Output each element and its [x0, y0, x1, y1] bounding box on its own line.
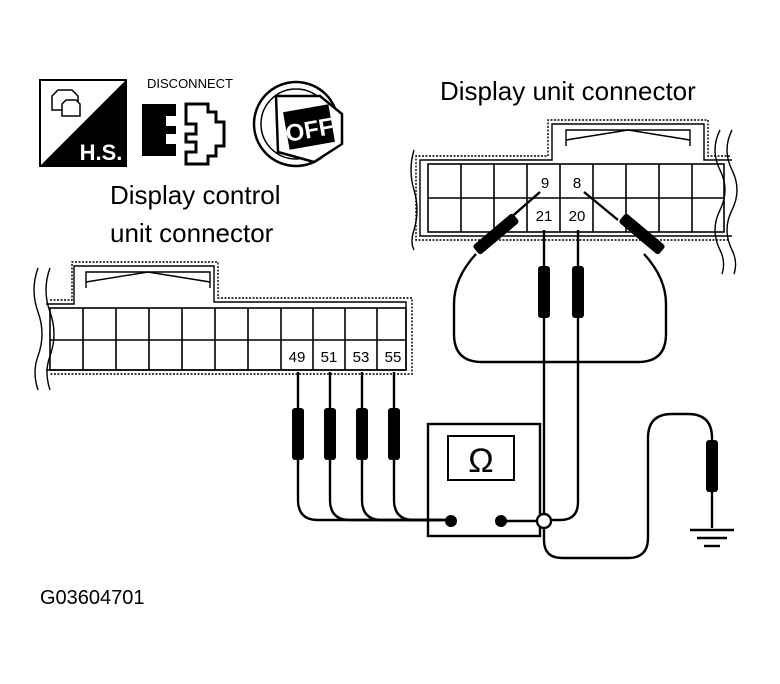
ohm-symbol: Ω: [468, 442, 493, 480]
probe-8: [619, 213, 665, 255]
probe-21: [538, 266, 550, 318]
harness-connector-icon: H.S.: [39, 79, 127, 167]
pin-55: 55: [385, 349, 402, 366]
disconnect-icon: DISCONNECT: [142, 76, 233, 166]
ignition-off-icon: OFF: [252, 80, 344, 168]
display-unit-connector-label: Display unit connector: [440, 76, 696, 106]
hs-label: H.S.: [80, 140, 123, 165]
ground-lead: [542, 412, 734, 560]
pin-9: 9: [541, 175, 549, 192]
ground-icon: [690, 528, 734, 548]
figure-code: G03604701: [40, 587, 145, 609]
probe-20: [572, 266, 584, 318]
pin-20: 20: [569, 208, 586, 225]
left-probe-wires: [292, 372, 451, 522]
pin-8: 8: [573, 175, 581, 192]
display-unit-connector: 9 8 21 20: [410, 119, 738, 275]
display-control-label-line1: Display control: [110, 180, 281, 210]
display-control-label-line2: unit connector: [110, 218, 274, 248]
ohmmeter: Ω: [426, 422, 542, 538]
display-control-unit-connector: 49 51 53 55: [33, 261, 413, 391]
probe-55: [388, 408, 400, 460]
disconnect-label: DISCONNECT: [147, 76, 233, 91]
probe-9: [473, 213, 519, 255]
probe-49: [292, 408, 304, 460]
probe-53: [356, 408, 368, 460]
right-probe-wires: [452, 191, 668, 530]
probe-51: [324, 408, 336, 460]
pin-51: 51: [321, 349, 338, 366]
pin-49: 49: [289, 349, 306, 366]
ground-probe: [706, 440, 718, 492]
junction-node: [535, 512, 553, 530]
pin-21: 21: [536, 208, 553, 225]
pin-53: 53: [353, 349, 370, 366]
